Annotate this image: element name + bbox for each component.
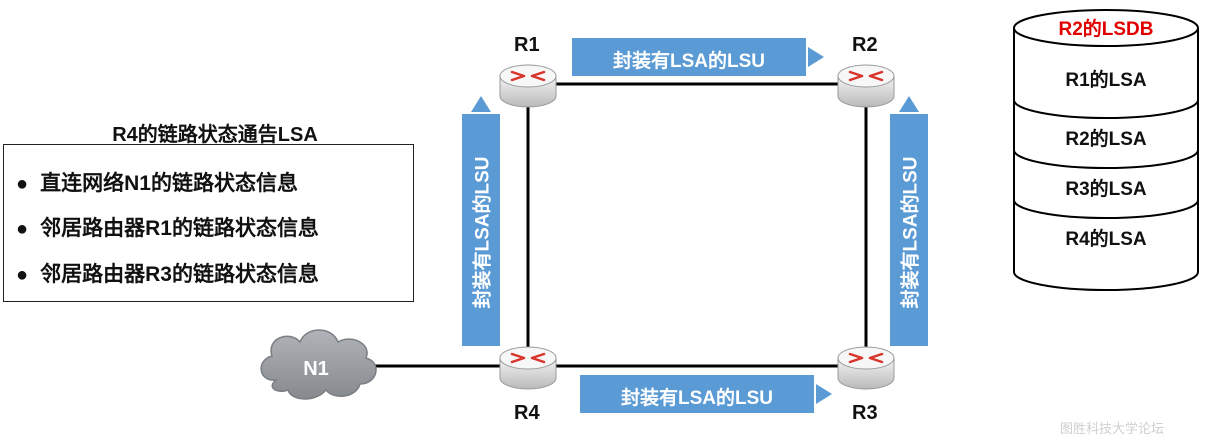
- arrow-r4-to-r1: [462, 96, 500, 346]
- lsdb-entry: R1的LSA: [1065, 70, 1147, 91]
- watermark-text: 图胜科技大学论坛: [1060, 421, 1165, 436]
- lsa-item-text: 邻居路由器R3的链路状态信息: [40, 263, 319, 286]
- arrow-label-r1-to-r2: 封装有LSA的LSU: [612, 51, 765, 72]
- lsa-item-text: 直连网络N1的链路状态信息: [40, 172, 298, 195]
- lsa-panel: ● 直连网络N1的链路状态信息 ● 邻居路由器R1的链路状态信息 ● 邻居路由器R3的…: [3, 144, 414, 302]
- router-icon-r2: [837, 64, 895, 108]
- bullet-icon: ●: [16, 218, 29, 240]
- bullet-icon: ●: [16, 264, 29, 286]
- lsdb-entry: R4的LSA: [1065, 229, 1147, 250]
- lsa-item: ● 直连网络N1的链路状态信息: [16, 167, 298, 197]
- arrow-r3-to-r2: [890, 96, 928, 346]
- router-label-r3: R3: [852, 402, 878, 424]
- arrow-r4-to-r3: [580, 375, 832, 413]
- router-icon-r1: [499, 64, 557, 108]
- lsa-item: ● 邻居路由器R1的链路状态信息: [16, 212, 319, 242]
- lsdb-entry: R2的LSA: [1065, 129, 1147, 150]
- bullet-icon: ●: [16, 173, 29, 195]
- router-icon-r3: [837, 346, 895, 390]
- lsdb-cylinder: [1013, 9, 1199, 291]
- lsa-item: ● 邻居路由器R3的链路状态信息: [16, 258, 319, 288]
- arrow-r1-to-r2: [572, 38, 824, 76]
- network-label-n1: N1: [303, 358, 329, 380]
- arrow-label-r3-to-r2: 封装有LSA的LSU: [900, 156, 922, 309]
- arrow-label-r4-to-r3: 封装有LSA的LSU: [620, 388, 773, 409]
- router-label-r2: R2: [852, 34, 878, 56]
- lsdb-title: R2的LSDB: [1058, 19, 1154, 40]
- lsa-item-text: 邻居路由器R1的链路状态信息: [40, 217, 319, 240]
- router-icon-r4: [499, 346, 557, 390]
- router-label-r1: R1: [514, 34, 540, 56]
- lsa-panel-title: R4的链路状态通告LSA: [112, 124, 318, 146]
- network-cloud-n1: [260, 329, 377, 400]
- lsdb-entry: R3的LSA: [1065, 179, 1147, 200]
- arrow-label-r4-to-r1: 封装有LSA的LSU: [472, 156, 494, 309]
- router-label-r4: R4: [514, 402, 540, 424]
